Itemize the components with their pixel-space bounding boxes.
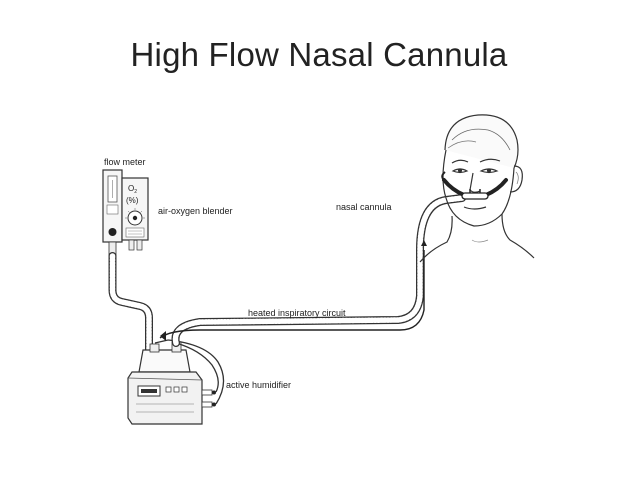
flow-meter (102, 169, 123, 257)
o2-symbol: O2 (128, 184, 137, 195)
supply-tube (108, 252, 153, 354)
nasal-cannula-label: nasal cannula (336, 202, 392, 212)
o2-percent: (%) (126, 196, 139, 205)
nasal-cannula (441, 171, 508, 200)
patient-head (419, 114, 535, 263)
air-oxygen-blender: O2 (%) (121, 177, 149, 251)
blender-dial-icon (132, 215, 138, 221)
heated-inspiratory-circuit (159, 194, 466, 347)
humidifier-label: active humidifier (226, 380, 291, 390)
blender-label: air-oxygen blender (158, 206, 233, 216)
slide-title: High Flow Nasal Cannula (130, 36, 508, 73)
flow-knob-icon (108, 228, 117, 236)
circuit-label: heated inspiratory circuit (248, 308, 346, 318)
flow-meter-label: flow meter (104, 157, 146, 167)
active-humidifier (127, 341, 216, 425)
